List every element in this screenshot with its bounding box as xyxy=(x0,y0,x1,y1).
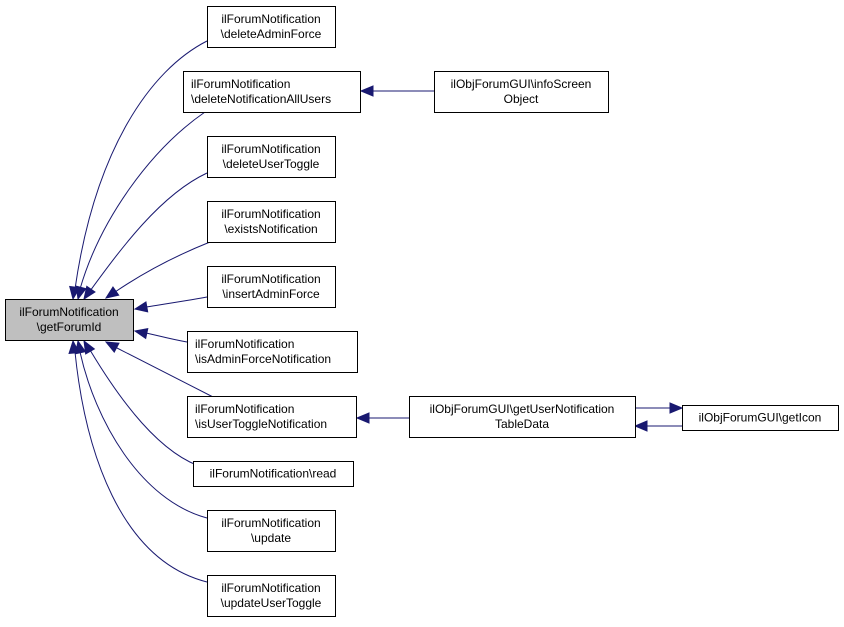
edge-line xyxy=(79,351,208,519)
node-label-line: ilForumNotification\read xyxy=(210,467,337,481)
node-box[interactable] xyxy=(682,405,839,431)
node-box[interactable] xyxy=(187,331,358,373)
edge-line xyxy=(89,349,206,469)
node-label-line: \getForumId xyxy=(37,320,102,334)
edge-deleteUserToggle-to-getForumId xyxy=(83,172,208,301)
node-box[interactable] xyxy=(207,6,336,48)
node-label-line: \deleteNotificationAllUsers xyxy=(191,92,331,106)
node-label-line: ilForumNotification xyxy=(195,402,294,416)
node-updateUserToggle[interactable]: ilForumNotification\updateUserToggle xyxy=(207,575,336,617)
edge-line xyxy=(79,111,206,290)
node-label-line: \deleteAdminForce xyxy=(221,27,322,41)
node-box[interactable] xyxy=(207,266,336,308)
node-label-line: ilObjForumGUI\getIcon xyxy=(699,411,822,425)
node-label-line: \update xyxy=(251,531,291,545)
edge-line xyxy=(114,346,216,399)
arrowhead-icon xyxy=(83,339,96,355)
node-label-line: ilForumNotification xyxy=(19,305,118,319)
arrowhead-icon xyxy=(133,327,149,340)
node-label-line: \insertAdminForce xyxy=(222,287,320,301)
edge-deleteNotificationAllUsers-to-getForumId xyxy=(75,111,206,301)
edge-getIcon-to-getUserNotificationTableData xyxy=(633,420,682,432)
node-label-line: Object xyxy=(504,92,539,106)
arrowhead-icon xyxy=(104,341,120,353)
node-box[interactable] xyxy=(207,201,336,243)
node-box[interactable] xyxy=(207,136,336,178)
edge-line xyxy=(89,172,208,292)
arrowhead-icon xyxy=(83,285,96,301)
edge-read-to-getForumId xyxy=(83,339,206,469)
node-getIcon[interactable]: ilObjForumGUI\getIcon xyxy=(682,405,839,431)
node-update[interactable]: ilForumNotification\update xyxy=(207,510,336,552)
node-label-line: ilForumNotification xyxy=(221,272,320,286)
node-isAdminForceNotification[interactable]: ilForumNotification\isAdminForceNotifica… xyxy=(187,331,358,373)
node-box[interactable] xyxy=(5,299,134,341)
arrowhead-icon xyxy=(104,286,120,299)
node-deleteNotificationAllUsers[interactable]: ilForumNotification\deleteNotificationAl… xyxy=(183,71,361,113)
node-label-line: ilForumNotification xyxy=(221,207,320,221)
edge-existsNotification-to-getForumId xyxy=(104,241,211,299)
edge-line xyxy=(74,351,208,583)
edge-line xyxy=(145,296,208,308)
node-label-line: ilObjForumGUI\infoScreen xyxy=(451,77,592,91)
edge-line xyxy=(114,241,211,293)
node-label-line: \isAdminForceNotification xyxy=(195,352,331,366)
node-insertAdminForce[interactable]: ilForumNotification\insertAdminForce xyxy=(207,266,336,308)
node-label-line: ilForumNotification xyxy=(191,77,290,91)
node-label-line: ilForumNotification xyxy=(221,142,320,156)
edge-infoScreenObject-to-deleteNotificationAllUsers xyxy=(359,85,434,97)
node-label-line: \existsNotification xyxy=(224,222,317,236)
node-deleteUserToggle[interactable]: ilForumNotification\deleteUserToggle xyxy=(207,136,336,178)
arrowhead-icon xyxy=(359,85,374,97)
edge-isAdminForceNotification-to-getForumId xyxy=(133,327,188,343)
node-label-line: TableData xyxy=(495,417,549,431)
arrowhead-icon xyxy=(633,420,648,432)
arrowhead-icon xyxy=(75,285,87,301)
node-read[interactable]: ilForumNotification\read xyxy=(193,461,354,487)
edge-getUserNotificationTableData-to-isUserToggleNotification xyxy=(355,412,409,424)
edge-line xyxy=(145,332,188,343)
node-label-line: ilObjForumGUI\getUserNotification xyxy=(430,402,615,416)
node-label-line: ilForumNotification xyxy=(221,581,320,595)
edge-updateUserToggle-to-getForumId xyxy=(68,339,208,583)
edge-line xyxy=(74,40,208,290)
arrowhead-icon xyxy=(669,402,684,414)
node-box[interactable] xyxy=(434,71,609,113)
arrowhead-icon xyxy=(355,412,370,424)
edge-getUserNotificationTableData-to-getIcon xyxy=(635,402,684,414)
edges-layer xyxy=(68,40,684,583)
node-box[interactable] xyxy=(207,575,336,617)
node-box[interactable] xyxy=(193,461,354,487)
node-label-line: \isUserToggleNotification xyxy=(195,417,327,431)
nodes-layer: ilForumNotification\getForumIdilForumNot… xyxy=(5,6,839,617)
node-label-line: ilForumNotification xyxy=(221,12,320,26)
arrowhead-icon xyxy=(68,339,80,354)
node-box[interactable] xyxy=(183,71,361,113)
node-existsNotification[interactable]: ilForumNotification\existsNotification xyxy=(207,201,336,243)
edge-isUserToggleNotification-to-getForumId xyxy=(104,341,216,399)
node-box[interactable] xyxy=(187,396,357,438)
node-isUserToggleNotification[interactable]: ilForumNotification\isUserToggleNotifica… xyxy=(187,396,357,438)
node-deleteAdminForce[interactable]: ilForumNotification\deleteAdminForce xyxy=(207,6,336,48)
arrowhead-icon xyxy=(133,301,149,313)
node-box[interactable] xyxy=(207,510,336,552)
node-label-line: \updateUserToggle xyxy=(221,596,322,610)
node-getForumId[interactable]: ilForumNotification\getForumId xyxy=(5,299,134,341)
node-label-line: ilForumNotification xyxy=(221,516,320,530)
node-box[interactable] xyxy=(409,396,636,438)
node-label-line: ilForumNotification xyxy=(195,337,294,351)
node-label-line: \deleteUserToggle xyxy=(223,157,320,171)
node-getUserNotificationTableData[interactable]: ilObjForumGUI\getUserNotificationTableDa… xyxy=(409,396,636,438)
edge-insertAdminForce-to-getForumId xyxy=(133,296,208,313)
